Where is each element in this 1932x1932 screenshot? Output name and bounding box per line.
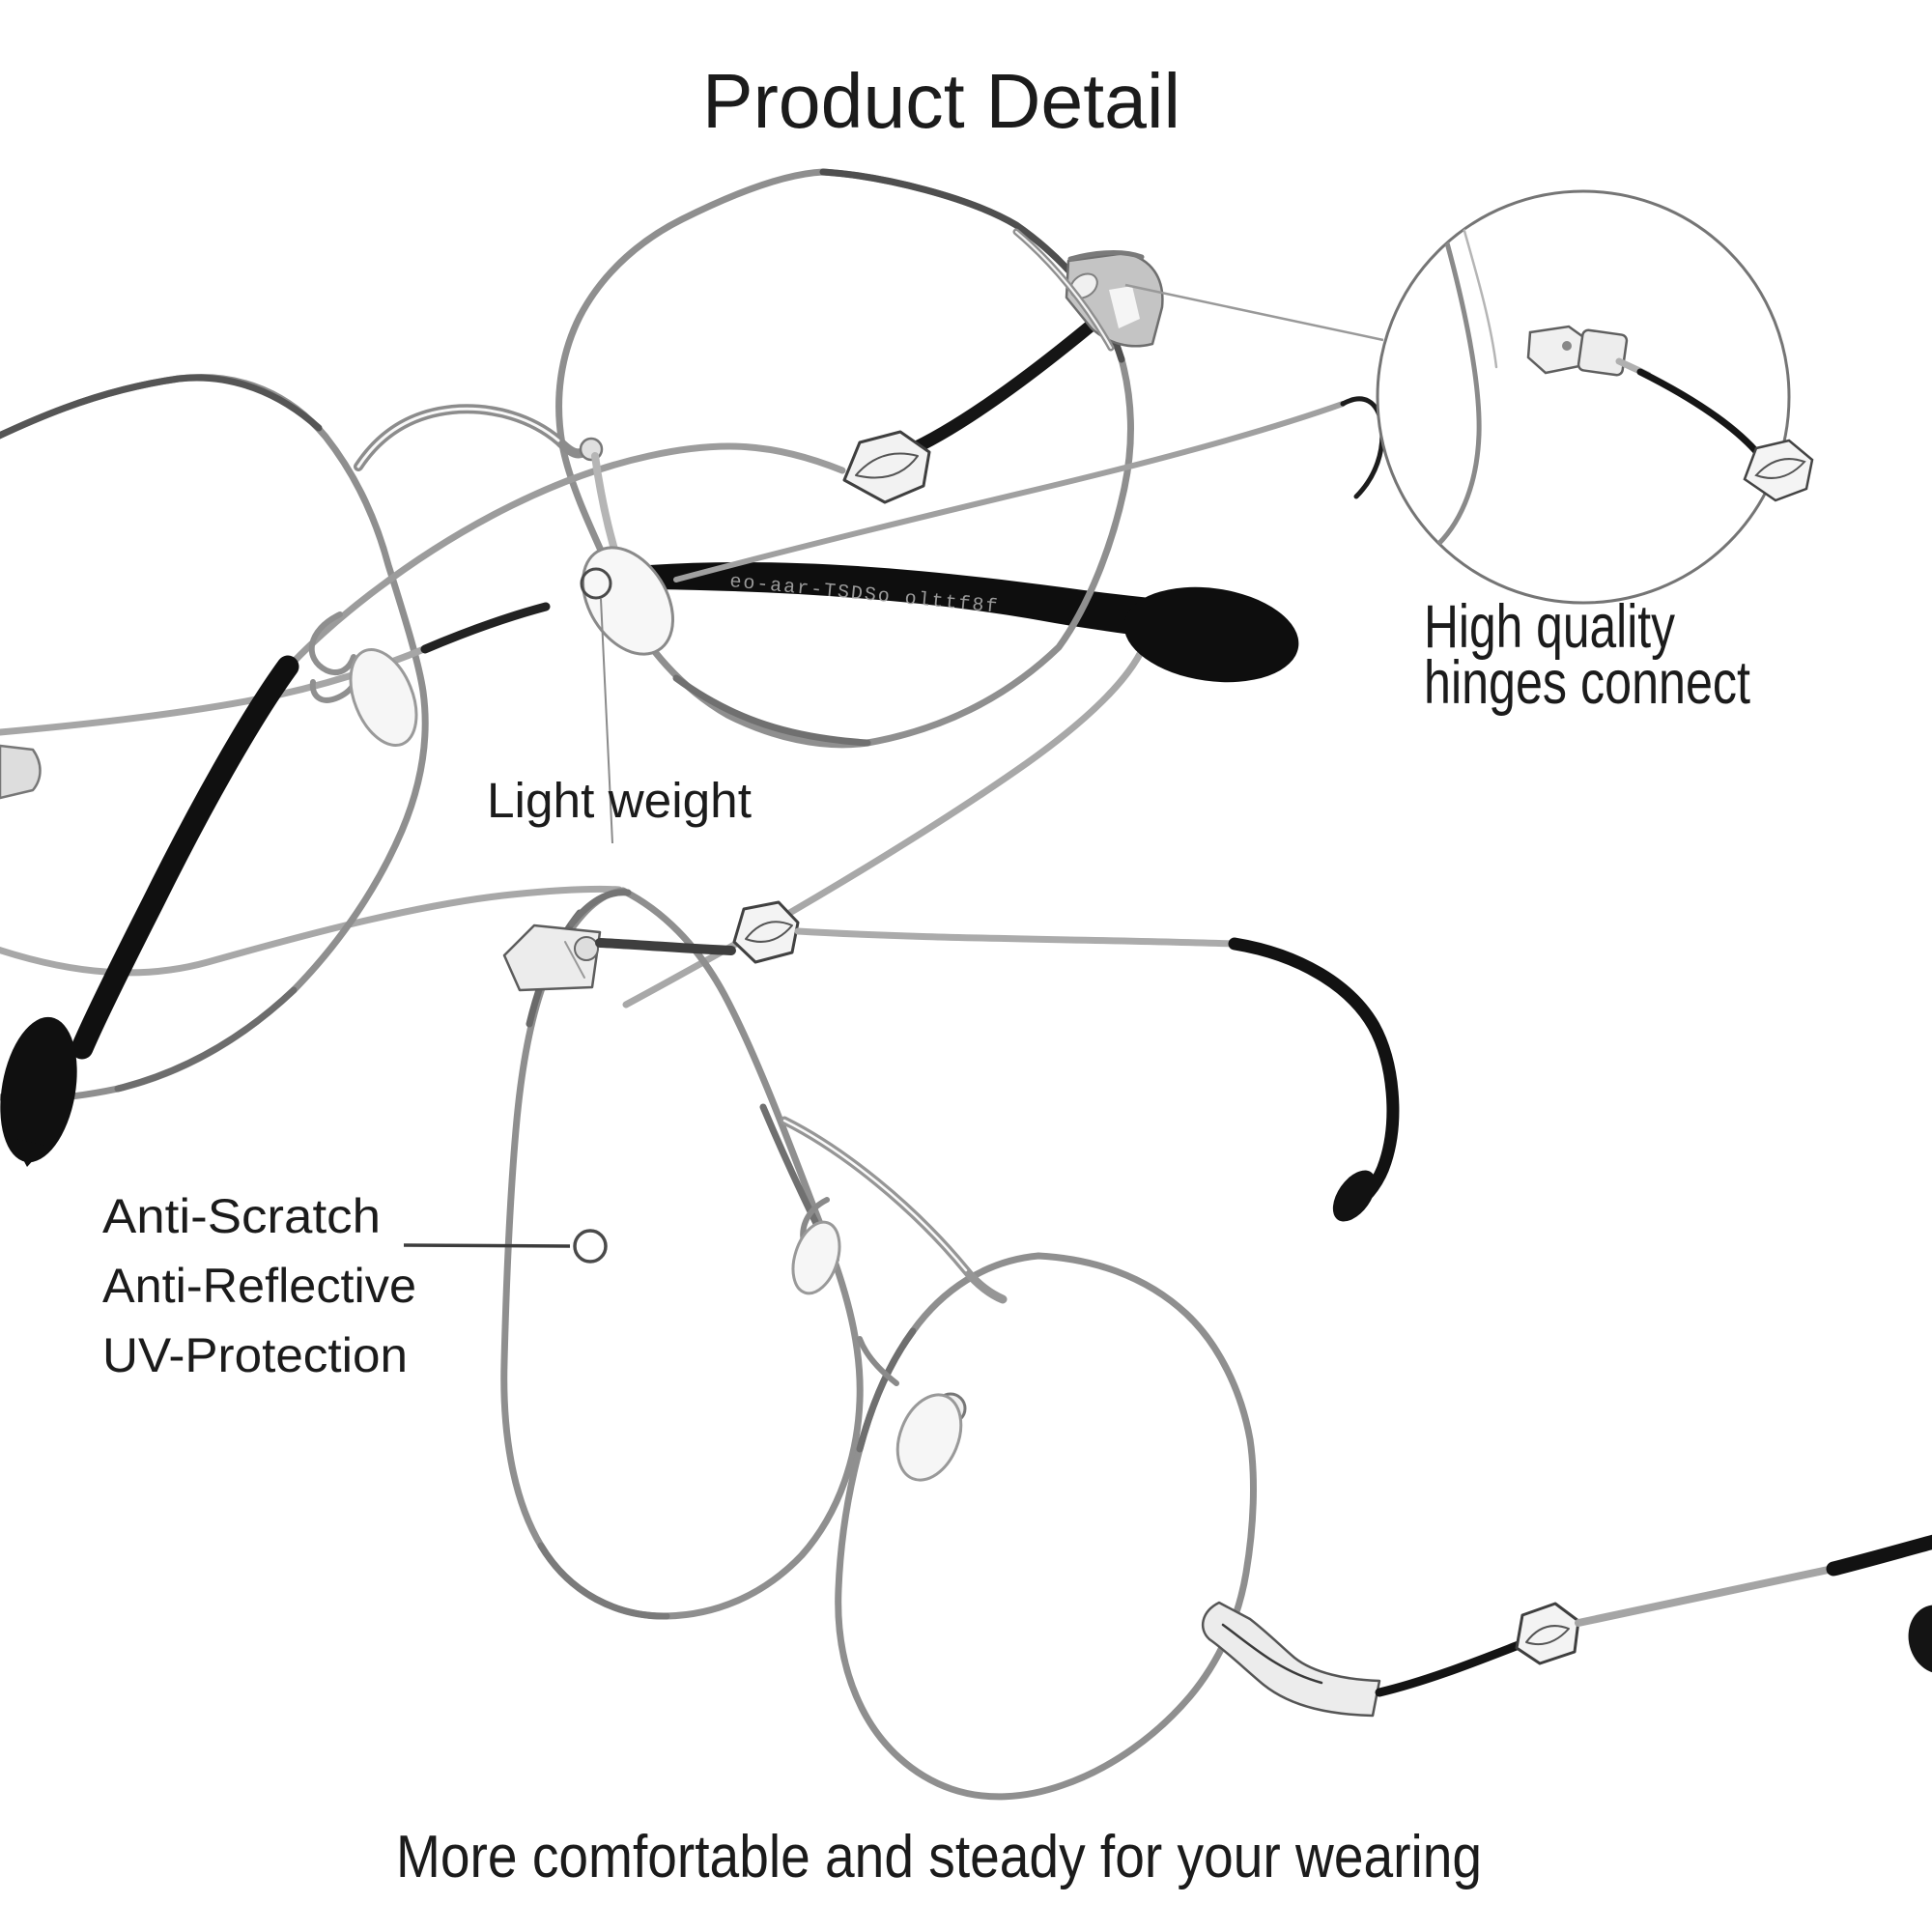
svg-text:More comfortable and steady fo: More comfortable and steady for your wea… [396,1824,1482,1890]
svg-text:Product Detail: Product Detail [702,58,1180,144]
svg-text:Light weight: Light weight [487,773,752,828]
svg-text:hinges connect: hinges connect [1424,649,1750,717]
svg-text:Anti-Scratch: Anti-Scratch [102,1189,381,1243]
svg-text:High quality: High quality [1424,593,1675,661]
svg-text:UV-Protection: UV-Protection [102,1328,408,1382]
svg-text:Anti-Reflective: Anti-Reflective [102,1259,416,1313]
